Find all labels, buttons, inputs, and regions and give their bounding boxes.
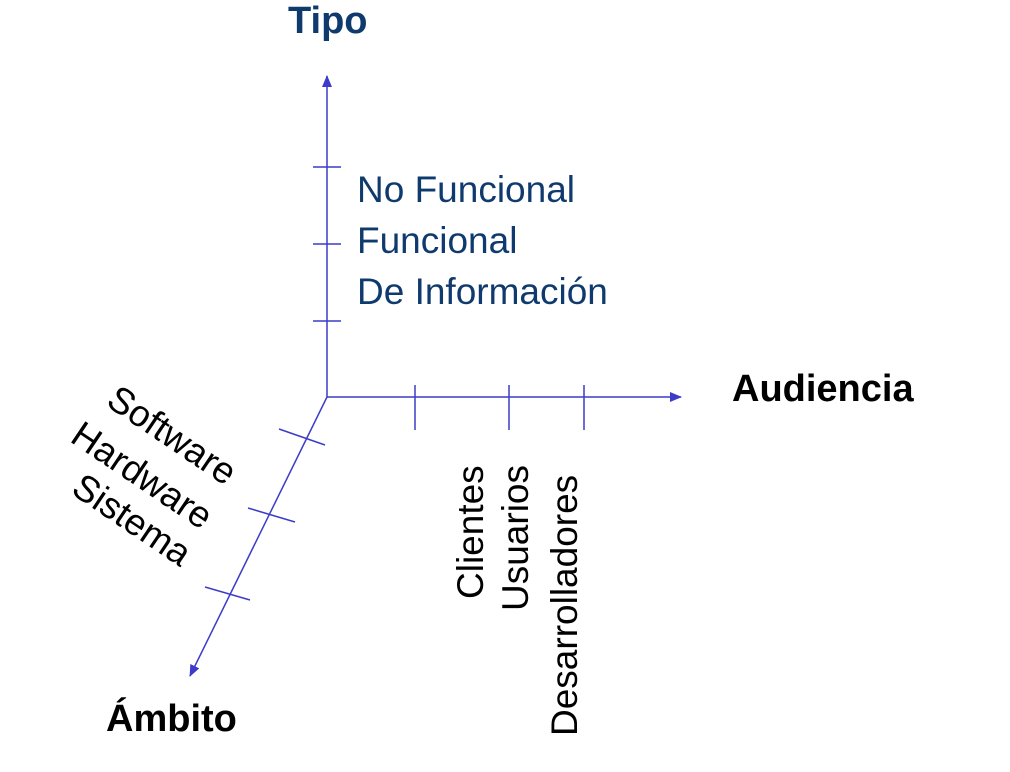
audience-label-usuarios: Usuarios [495,465,536,611]
audience-label-desarrolladores: Desarrolladores [544,474,585,736]
type-label-funcional: Funcional [357,220,518,261]
scope-axis-tick [204,586,251,601]
scope-axis-tick [278,428,326,446]
audience-axis-title: Audiencia [732,368,914,410]
scope-axis-title: Ámbito [106,698,237,740]
audience-label-clientes: Clientes [450,465,491,599]
type-axis-title: Tipo [288,0,368,42]
scope-axis-line [189,396,328,677]
scope-axis-tick [247,507,296,523]
type-label-no-funcional: No Funcional [357,169,576,210]
type-label-de-informacion: De Información [357,271,608,312]
